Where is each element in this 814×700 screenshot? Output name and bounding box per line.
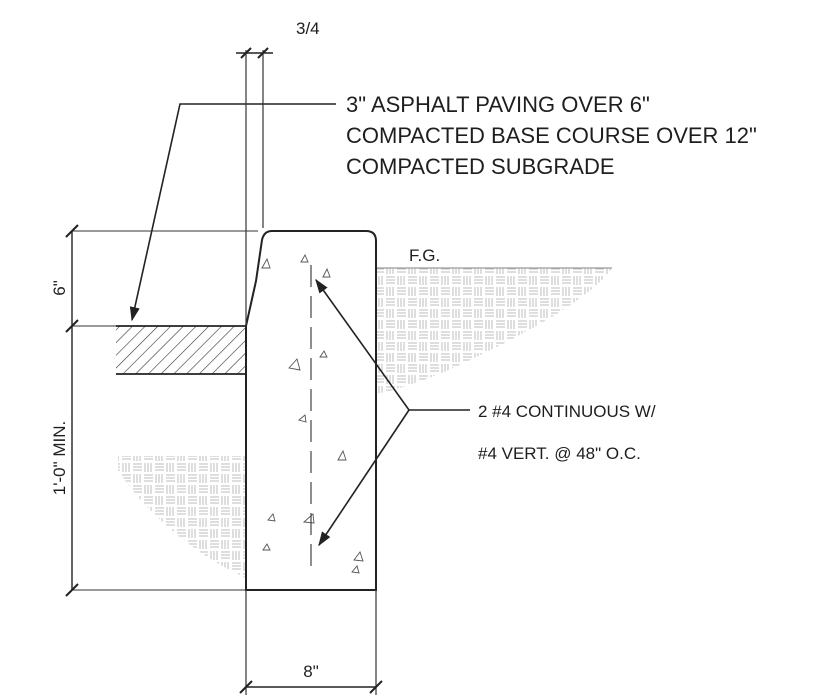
- rebar-callout-line-2: #4 VERT. @ 48" O.C.: [478, 444, 641, 463]
- finished-grade-label: F.G.: [409, 246, 440, 265]
- curb-height-label: 6": [50, 280, 69, 296]
- earth-right: [376, 268, 612, 394]
- top-dimension-label: 3/4: [296, 19, 320, 38]
- left-dim-tick-bottom: [65, 583, 79, 597]
- rebar-leader-up: [315, 278, 410, 411]
- paving-callout-line-2: COMPACTED BASE COURSE OVER 12": [346, 123, 757, 148]
- footing-depth-label: 1'-0" MIN.: [50, 421, 69, 495]
- bottom-dim-tick-left: [239, 680, 253, 694]
- left-dim-tick-mid: [65, 319, 79, 333]
- earth-left: [118, 456, 246, 578]
- left-dim-tick-top: [65, 224, 79, 238]
- top-dim-tick-right: [257, 47, 269, 59]
- curb-width-label: 8": [303, 662, 319, 681]
- asphalt-paving: [116, 326, 246, 374]
- bottom-dim-tick-right: [369, 680, 383, 694]
- rebar-leader-down: [318, 409, 410, 547]
- paving-leader: [129, 103, 336, 322]
- paving-callout-line-1: 3" ASPHALT PAVING OVER 6": [346, 92, 650, 117]
- paving-callout-line-3: COMPACTED SUBGRADE: [346, 154, 615, 179]
- rebar-callout-line-1: 2 #4 CONTINUOUS W/: [478, 402, 656, 421]
- top-dim-tick-left: [240, 47, 252, 59]
- concrete-aggregate: [261, 253, 364, 574]
